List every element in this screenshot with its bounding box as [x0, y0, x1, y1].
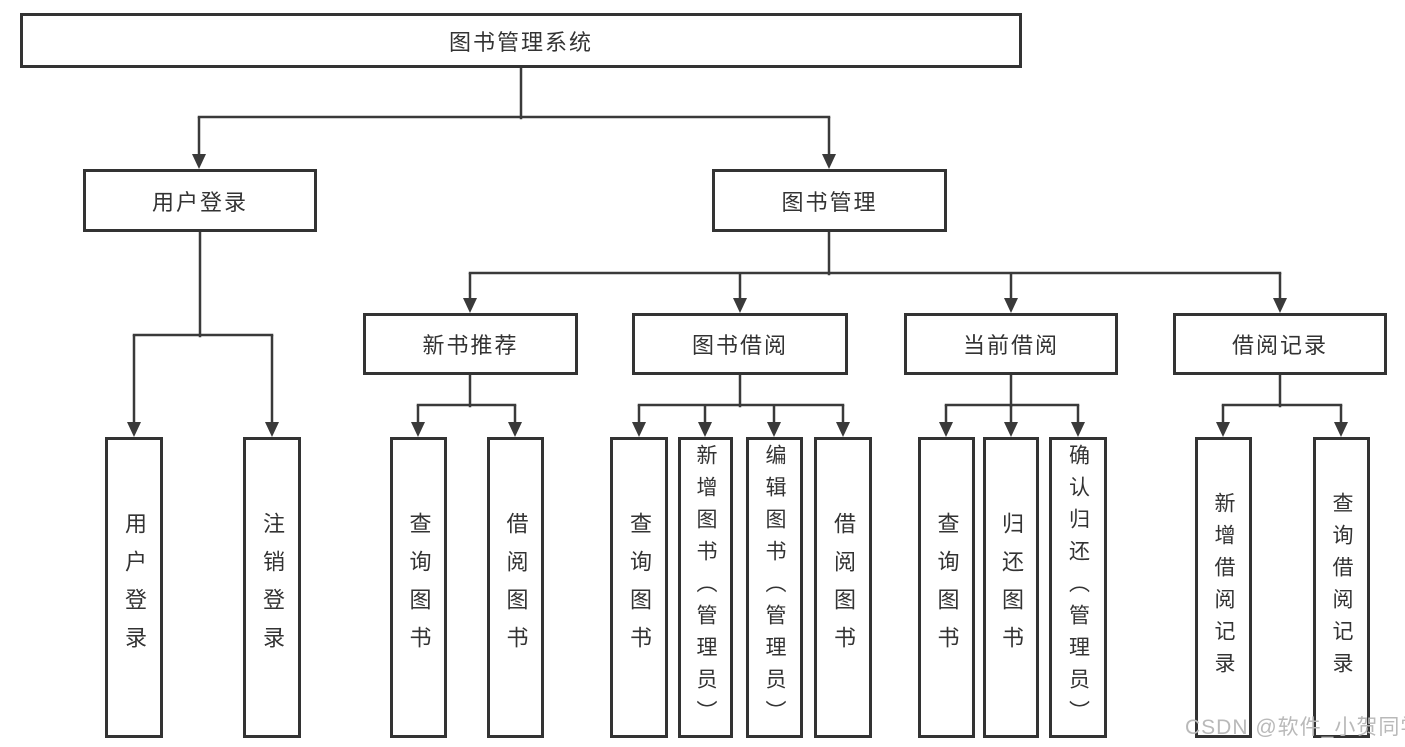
node-label: 用户登录 [122, 511, 147, 664]
node-label: 查询借阅记录 [1330, 491, 1353, 684]
node-label: 新增图书（管理员） [694, 443, 717, 732]
leaf-user-login: 用户登录 [105, 437, 163, 738]
node-book-management: 图书管理 [712, 169, 947, 232]
node-label: 确认归还（管理员） [1066, 443, 1090, 732]
leaf-return-book: 归还图书 [983, 437, 1039, 738]
node-label: 新增借阅记录 [1212, 491, 1235, 684]
leaf-confirm-return-admin: 确认归还（管理员） [1049, 437, 1107, 738]
leaf-add-borrow-record: 新增借阅记录 [1195, 437, 1252, 738]
node-user-login: 用户登录 [83, 169, 317, 232]
node-label: 查询图书 [406, 511, 432, 664]
node-label: 借阅图书 [831, 511, 856, 664]
node-label: 新书推荐 [422, 333, 519, 358]
node-label: 借阅记录 [1231, 333, 1328, 358]
node-book-borrowing: 图书借阅 [632, 313, 848, 375]
leaf-query-books-recommend: 查询图书 [390, 437, 447, 738]
leaf-query-books-current: 查询图书 [918, 437, 975, 738]
node-label: 编辑图书（管理员） [763, 443, 786, 732]
node-label: 图书管理系统 [448, 29, 593, 55]
leaf-add-book-admin: 新增图书（管理员） [678, 437, 733, 738]
node-borrowing-records: 借阅记录 [1173, 313, 1387, 375]
node-current-borrowing: 当前借阅 [904, 313, 1118, 375]
node-label: 查询图书 [627, 511, 652, 664]
leaf-edit-book-admin: 编辑图书（管理员） [746, 437, 803, 738]
leaf-logout-login: 注销登录 [243, 437, 301, 738]
node-label: 当前借阅 [962, 333, 1059, 358]
leaf-borrow-books: 借阅图书 [814, 437, 872, 738]
node-label: 图书管理 [781, 189, 878, 215]
node-label: 用户登录 [151, 189, 248, 215]
node-new-book-recommend: 新书推荐 [363, 313, 578, 375]
node-library-management-system: 图书管理系统 [20, 13, 1022, 68]
node-label: 归还图书 [999, 511, 1024, 664]
node-label: 图书借阅 [691, 333, 788, 358]
leaf-query-borrow-record: 查询借阅记录 [1313, 437, 1370, 738]
leaf-query-books-borrow: 查询图书 [610, 437, 668, 738]
leaf-borrow-books-recommend: 借阅图书 [487, 437, 544, 738]
csdn-watermark: CSDN @软件_小贺同学 [1185, 716, 1405, 739]
node-label: 借阅图书 [503, 511, 529, 664]
node-label: 查询图书 [934, 511, 960, 664]
node-label: 注销登录 [260, 511, 285, 664]
